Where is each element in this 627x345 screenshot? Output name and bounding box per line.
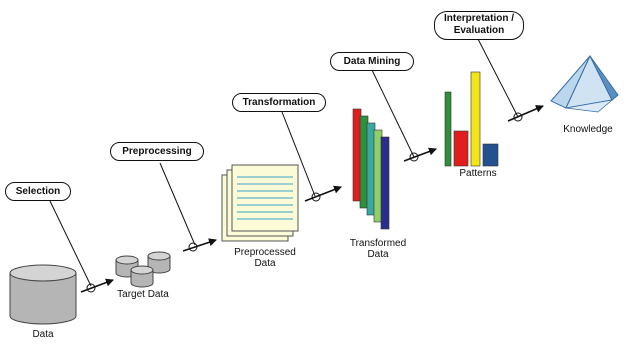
patterns-bars-icon — [444, 71, 499, 167]
preprocessed-data-label: Preprocessed Data — [220, 247, 310, 269]
preprocessing-stage-label: Preprocessing — [110, 142, 204, 161]
target-data-cylinders-icon — [115, 251, 171, 288]
interpretation-evaluation-stage-label: Interpretation / Evaluation — [434, 11, 524, 40]
flow-arrow-3 — [304, 185, 342, 202]
preprocessed-label-line2: Data — [254, 258, 276, 269]
interpretation-label-line1: Interpretation / — [443, 13, 514, 24]
transformation-stage-label: Transformation — [232, 93, 326, 112]
flow-arrow-4 — [403, 147, 437, 162]
interpretation-label-line2: Evaluation — [453, 25, 505, 36]
data-cylinder-icon — [9, 264, 77, 325]
leader-lines — [49, 38, 519, 287]
transformed-label-line2: Data — [367, 249, 389, 260]
flow-arrow-2 — [182, 238, 217, 252]
knowledge-pyramid-icon — [550, 54, 619, 113]
selection-stage-label: Selection — [5, 182, 71, 201]
target-data-label: Target Data — [117, 289, 169, 300]
transformed-label-line1: Transformed — [349, 238, 407, 249]
patterns-label: Patterns — [459, 168, 497, 179]
transformed-strips-icon — [352, 108, 390, 230]
flow-arrow-5 — [507, 105, 544, 122]
knowledge-label: Knowledge — [563, 124, 613, 135]
transformed-data-label: Transformed Data — [338, 238, 418, 260]
data-label: Data — [32, 329, 54, 340]
preprocessed-pages-icon — [221, 164, 299, 242]
preprocessed-label-line1: Preprocessed — [234, 247, 296, 258]
data-mining-stage-label: Data Mining — [330, 52, 414, 71]
flow-arrow-1 — [80, 278, 114, 293]
